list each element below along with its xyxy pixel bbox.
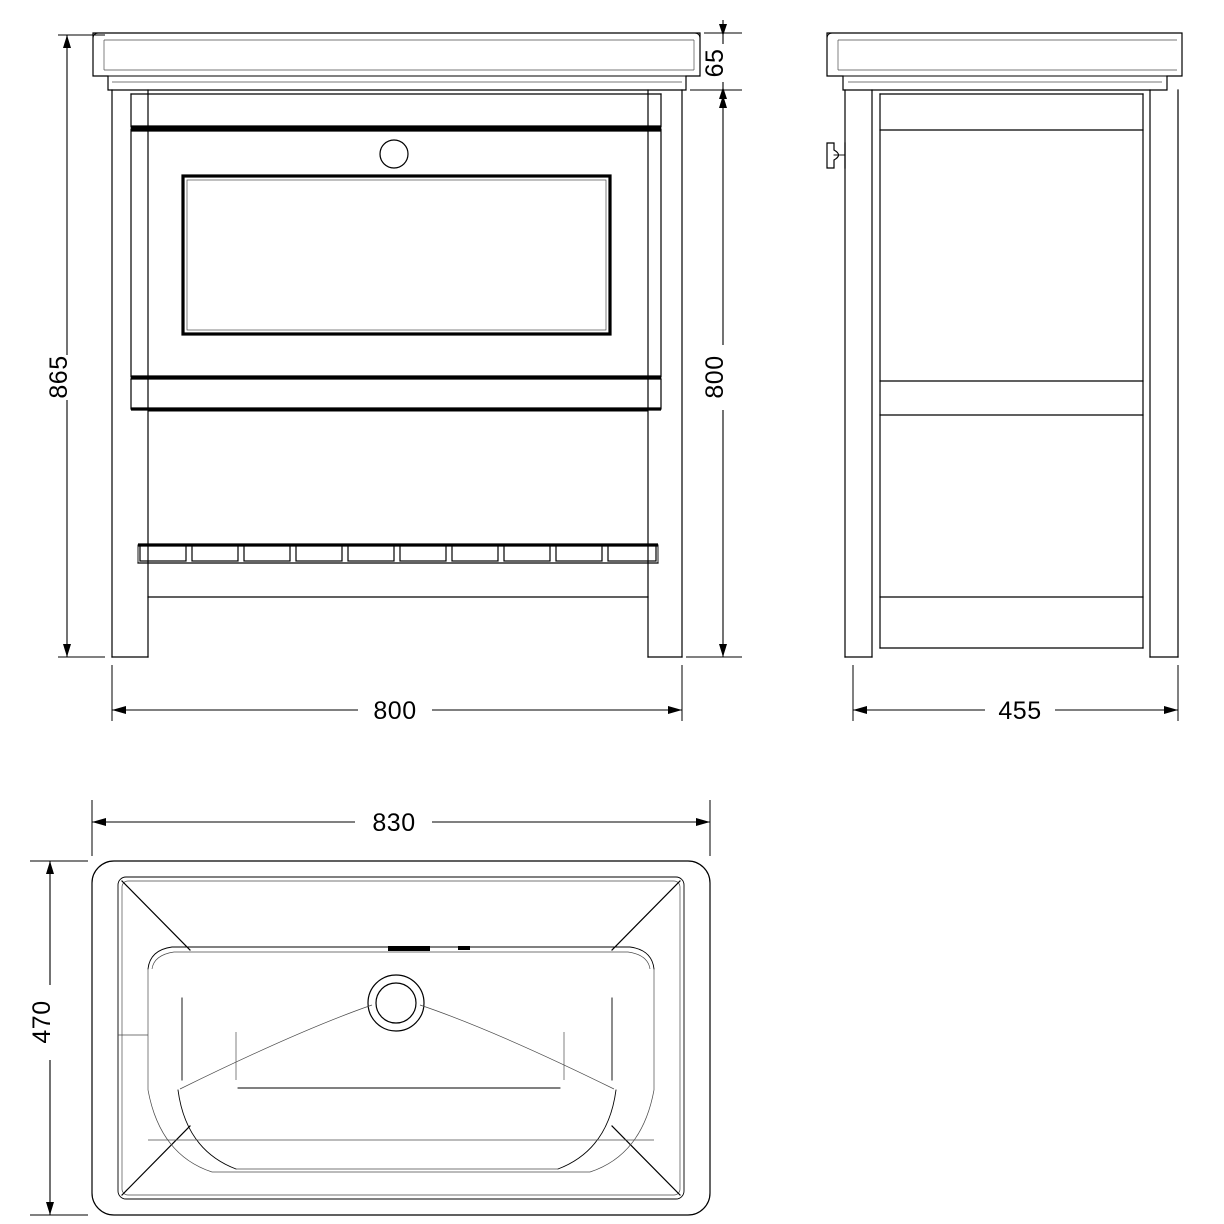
drawer-knob-icon <box>379 139 409 169</box>
dimension-label-455: 455 <box>998 697 1041 725</box>
basin-drain-ring-icon <box>367 974 425 1032</box>
side-panel-rails <box>879 93 1144 649</box>
dimension-label-800-vertical: 800 <box>701 355 729 398</box>
dimension-label-800-horizontal: 800 <box>373 697 416 725</box>
front-worktop <box>92 32 701 91</box>
side-elevation-view <box>826 32 1183 658</box>
basin-bowl-back <box>147 946 655 1090</box>
dimension-label-830: 830 <box>372 809 415 837</box>
front-top-rail <box>130 93 662 129</box>
front-slat-shelf <box>137 543 659 598</box>
dimension-800-horizontal: 800 <box>111 665 683 725</box>
front-mid-rail <box>130 378 662 411</box>
front-view-dimensions: 865 65 800 <box>45 20 742 725</box>
dimension-label-65: 65 <box>701 49 729 78</box>
basin-corner-bevels <box>121 880 681 1196</box>
dimension-800-vertical: 800 <box>686 89 742 658</box>
plan-view-dimensions: 830 470 <box>28 800 711 1216</box>
front-drawer <box>130 128 662 379</box>
side-view-dimensions: 455 <box>852 665 1179 725</box>
front-elevation-view <box>92 32 701 658</box>
dimension-455: 455 <box>852 665 1179 725</box>
dimension-865: 865 <box>45 34 105 658</box>
side-worktop <box>826 32 1183 91</box>
basin-reference-lines <box>118 997 613 1081</box>
shelf-slats <box>139 544 657 562</box>
dimension-470: 470 <box>28 860 88 1216</box>
basin-bowl-contours <box>147 1004 655 1173</box>
dimension-label-470: 470 <box>28 1000 56 1043</box>
side-knob-profile-icon <box>826 142 846 169</box>
dimension-830: 830 <box>91 800 711 856</box>
basin-plan-view <box>91 860 711 1216</box>
dimension-label-865: 865 <box>45 355 73 398</box>
side-legs <box>844 89 1179 658</box>
basin-tap-hole-slot <box>388 946 470 951</box>
